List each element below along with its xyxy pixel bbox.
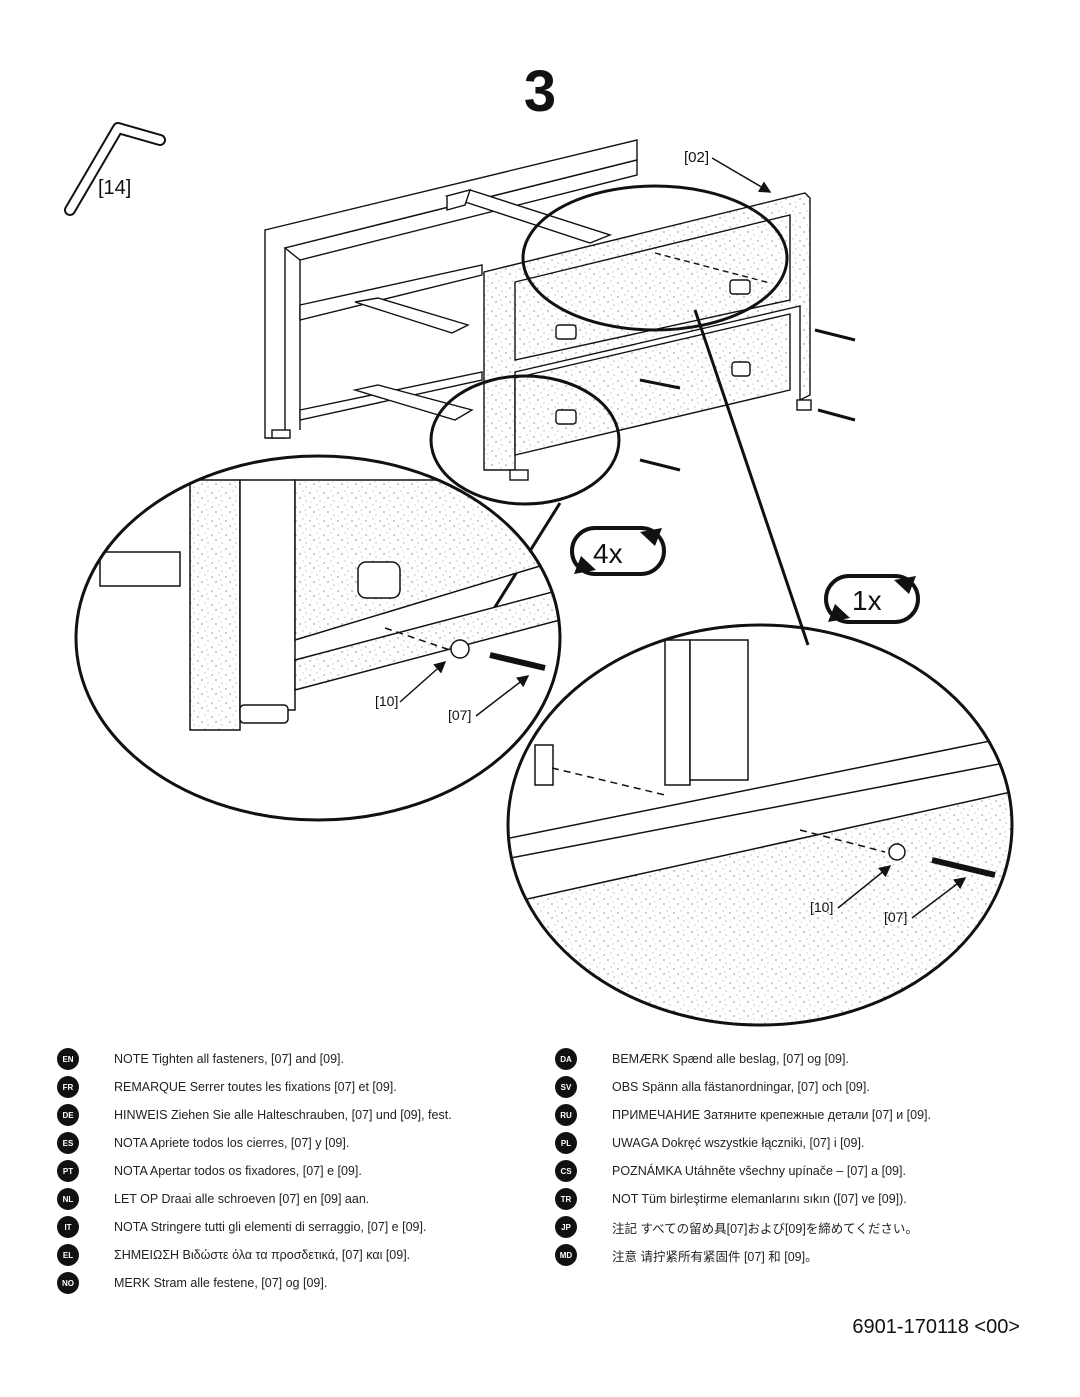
- rotation-badge-4x: 4x: [570, 526, 666, 576]
- part-label-bolt-right: [07]: [884, 909, 907, 925]
- note-text: NOT Tüm birleştirme elemanlarını sıkın (…: [612, 1192, 907, 1206]
- part-label-top-rail: [02]: [684, 149, 709, 166]
- part-label-washer-right: [10]: [810, 899, 833, 915]
- note-text: ПРИМЕЧАНИЕ Затяните крепежные детали [07…: [612, 1108, 932, 1122]
- note-row: ES NOTA Apriete todos los cierres, [07] y…: [57, 1129, 527, 1157]
- note-text: NOTA Stringere tutti gli elementi di ser…: [114, 1220, 427, 1234]
- language-badge: ES: [57, 1132, 79, 1154]
- note-text: ΣΗΜΕΙΩΣΗ Βιδώστε όλα τα προσδετικά, [07]…: [114, 1248, 411, 1262]
- tool-label: [14]: [98, 177, 131, 199]
- rotate-arrow-icon: [640, 528, 662, 546]
- rotation-badge-1x: 1x: [824, 574, 920, 624]
- language-badge: EL: [57, 1244, 79, 1266]
- language-badge: NL: [57, 1188, 79, 1210]
- note-text: NOTA Apertar todos os fixadores, [07] e …: [114, 1164, 362, 1178]
- note-text: OBS Spänn alla fästanordningar, [07] och…: [612, 1080, 870, 1094]
- note-row: MD 注意 请拧紧所有紧固件 [07] 和 [09]。: [555, 1241, 1035, 1269]
- detail-left: [10] [07]: [74, 454, 562, 822]
- note-text: UWAGA Dokręć wszystkie łączniki, [07] i …: [612, 1136, 865, 1150]
- rotate-arrow-icon: [894, 576, 916, 594]
- language-badge: CS: [555, 1160, 577, 1182]
- language-badge: FR: [57, 1076, 79, 1098]
- note-row: EL ΣΗΜΕΙΩΣΗ Βιδώστε όλα τα προσδετικά, [0…: [57, 1241, 527, 1269]
- step-number: 3: [523, 59, 557, 124]
- language-badge: PL: [555, 1132, 577, 1154]
- rotation-count-4x: 4x: [593, 538, 623, 569]
- part-label-bolt-left: [07]: [448, 707, 471, 723]
- note-text: MERK Stram alle festene, [07] og [09].: [114, 1276, 328, 1290]
- language-badge: IT: [57, 1216, 79, 1238]
- language-badge: SV: [555, 1076, 577, 1098]
- language-badge: TR: [555, 1188, 577, 1210]
- note-row: DE HINWEIS Ziehen Sie alle Halteschrauben…: [57, 1101, 527, 1129]
- note-row: RU ПРИМЕЧАНИЕ Затяните крепежные детали […: [555, 1101, 1035, 1129]
- rotate-arrow-icon: [828, 604, 850, 622]
- callout-circle-top: [521, 184, 789, 332]
- note-row: PT NOTA Apertar todos os fixadores, [07] …: [57, 1157, 527, 1185]
- notes-right-column: DA BEMÆRK Spænd alle beslag, [07] og [09]…: [555, 1045, 1035, 1269]
- note-row: PL UWAGA Dokręć wszystkie łączniki, [07] …: [555, 1129, 1035, 1157]
- note-text: REMARQUE Serrer toutes les fixations [07…: [114, 1080, 397, 1094]
- language-badge: PT: [57, 1160, 79, 1182]
- detail-right: [10] [07]: [506, 623, 1014, 1027]
- note-text: 注記 すべての留め具[07]および[09]を締めてください。: [612, 1221, 918, 1236]
- document-code: 6901-170118 <00>: [852, 1316, 1020, 1338]
- note-row: SV OBS Spänn alla fästanordningar, [07] o…: [555, 1073, 1035, 1101]
- tv-stand-drawing: [264, 139, 856, 481]
- note-row: NO MERK Stram alle festene, [07] og [09].: [57, 1269, 527, 1297]
- note-row: NL LET OP Draai alle schroeven [07] en [0…: [57, 1185, 527, 1213]
- note-row: JP 注記 すべての留め具[07]および[09]を締めてください。: [555, 1213, 1035, 1241]
- part-label-washer-left: [10]: [375, 693, 398, 709]
- note-text: HINWEIS Ziehen Sie alle Halteschrauben, …: [114, 1108, 452, 1122]
- notes-left-column: EN NOTE Tighten all fasteners, [07] and […: [57, 1045, 527, 1297]
- note-row: EN NOTE Tighten all fasteners, [07] and […: [57, 1045, 527, 1073]
- assembly-illustration: [14]: [64, 122, 1014, 1027]
- language-badge: MD: [555, 1244, 577, 1266]
- note-row: IT NOTA Stringere tutti gli elementi di s…: [57, 1213, 527, 1241]
- language-badge: NO: [57, 1272, 79, 1294]
- note-text: 注意 请拧紧所有紧固件 [07] 和 [09]。: [612, 1249, 818, 1264]
- language-badge: JP: [555, 1216, 577, 1238]
- callout-circle-bottom: [429, 374, 621, 506]
- note-row: CS POZNÁMKA Utáhněte všechny upínače – [0…: [555, 1157, 1035, 1185]
- language-badge: RU: [555, 1104, 577, 1126]
- note-text: LET OP Draai alle schroeven [07] en [09]…: [114, 1192, 370, 1206]
- note-text: POZNÁMKA Utáhněte všechny upínače – [07]…: [612, 1164, 906, 1178]
- note-text: BEMÆRK Spænd alle beslag, [07] og [09].: [612, 1052, 849, 1066]
- language-badge: DE: [57, 1104, 79, 1126]
- note-row: FR REMARQUE Serrer toutes les fixations […: [57, 1073, 527, 1101]
- note-row: DA BEMÆRK Spænd alle beslag, [07] og [09]…: [555, 1045, 1035, 1073]
- note-text: NOTA Apriete todos los cierres, [07] y […: [114, 1136, 350, 1150]
- note-row: TR NOT Tüm birleştirme elemanlarını sıkın…: [555, 1185, 1035, 1213]
- language-badge: EN: [57, 1048, 79, 1070]
- note-text: NOTE Tighten all fasteners, [07] and [09…: [114, 1052, 344, 1066]
- allen-key-icon: [64, 122, 166, 216]
- rotation-count-1x: 1x: [852, 585, 882, 616]
- rotate-arrow-icon: [574, 556, 596, 574]
- language-badge: DA: [555, 1048, 577, 1070]
